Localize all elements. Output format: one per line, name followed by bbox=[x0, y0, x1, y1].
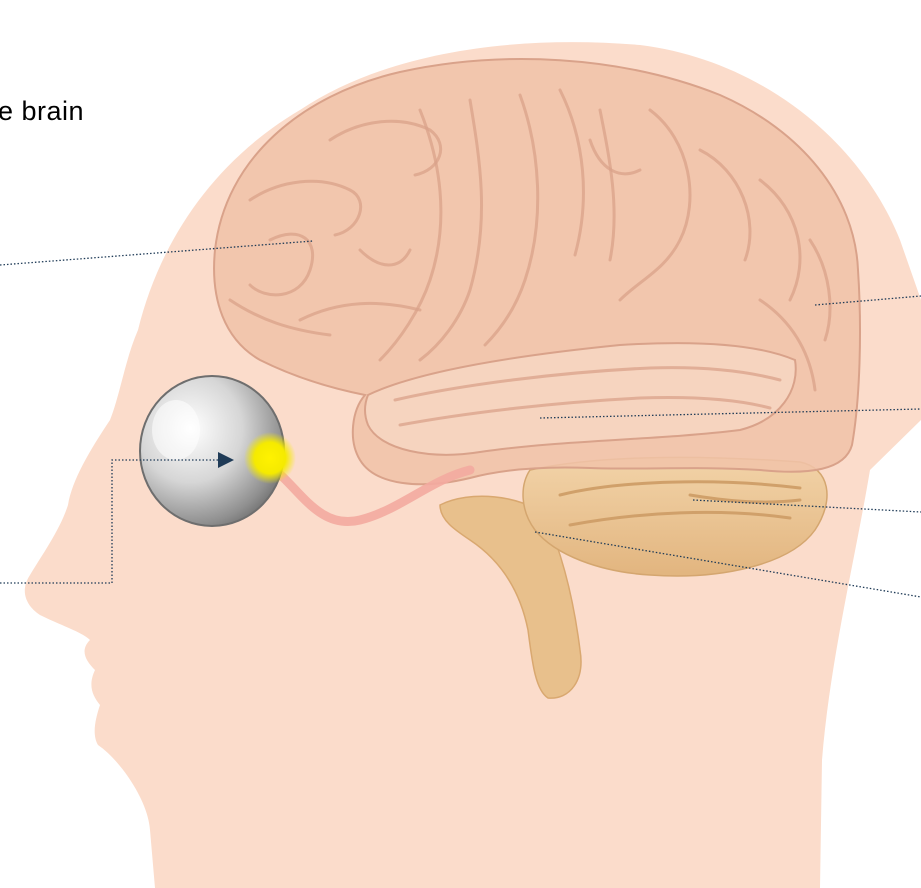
retina-light-spot bbox=[244, 432, 296, 484]
title-fragment: e brain bbox=[0, 96, 84, 127]
